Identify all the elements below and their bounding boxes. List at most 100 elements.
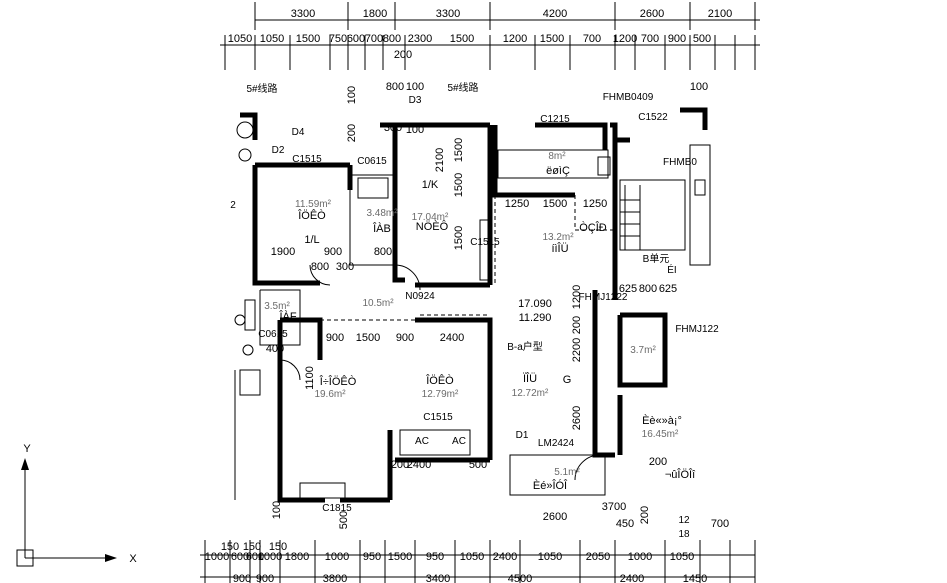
room-label: 17.090 xyxy=(518,298,552,310)
room-label: 8m² xyxy=(548,151,566,162)
inner-dimension-text: 2600 xyxy=(571,406,583,430)
room-label: 1/K xyxy=(422,179,439,191)
room-label: FHMB0 xyxy=(663,157,697,168)
inner-dimension-text: 300 xyxy=(384,122,402,134)
inner-dimension-text: 1200 xyxy=(571,285,583,309)
inner-dimension-text: 100 xyxy=(406,124,424,136)
inner-dimension-text: 100 xyxy=(406,81,424,93)
room-label: 3.48m² xyxy=(366,208,398,219)
bottom-dimension-text: 1000 xyxy=(325,551,349,563)
inner-dimension-text: 2400 xyxy=(440,332,464,344)
x-axis-label: X xyxy=(129,553,137,565)
room-label: FHMB0409 xyxy=(603,92,654,103)
bottom-dimension-text: 1000 xyxy=(205,551,229,563)
room-label: 12 xyxy=(678,515,690,526)
inner-dimension-text: 625 xyxy=(659,283,677,295)
inner-dimension-text: 1500 xyxy=(453,138,465,162)
bottom-dimension-text: 950 xyxy=(363,551,381,563)
top-dimension-text: 2600 xyxy=(640,8,664,20)
bottom-dimension-text: 950 xyxy=(426,551,444,563)
top-dimension-text: 3300 xyxy=(291,8,315,20)
top-dimension-text: 4200 xyxy=(543,8,567,20)
room-label: D3 xyxy=(409,95,422,106)
room-label: C1515 xyxy=(423,412,453,423)
inner-dimension-text: 200 xyxy=(639,506,651,524)
top-dimension-text: 700 xyxy=(583,33,601,45)
room-label: 16.45m² xyxy=(642,429,679,440)
top-dimension-text: 1800 xyxy=(363,8,387,20)
room-label: 5.1m² xyxy=(554,467,580,478)
room-label: 1/L xyxy=(304,234,319,246)
axis-icon xyxy=(16,458,117,567)
bottom-dimension-text: 150 xyxy=(221,541,239,553)
inner-dimension-text: 1100 xyxy=(304,366,316,390)
inner-dimension-text: 1900 xyxy=(271,246,295,258)
room-label: LM2424 xyxy=(538,438,575,449)
inner-dimension-text: 2600 xyxy=(543,511,567,523)
top-dimension-text: 1050 xyxy=(228,33,252,45)
room-label: Î÷ÎÖÊÒ xyxy=(319,375,357,388)
top-dimension-text: 1200 xyxy=(613,33,637,45)
bottom-dimension-text: 1000 xyxy=(258,551,282,563)
bottom-dimension-text: 1500 xyxy=(388,551,412,563)
bottom-dimension-text: 4500 xyxy=(508,573,532,583)
inner-dimension-text: 100 xyxy=(271,501,283,519)
room-label: Èè«»à¡° xyxy=(642,414,682,427)
room-label: 10.5m² xyxy=(362,298,394,309)
top-dimension-text: 1200 xyxy=(503,33,527,45)
room-label: N0924 xyxy=(405,291,435,302)
bottom-dimension-text: 150 xyxy=(269,541,287,553)
room-label: Èé»ÎÓÎ xyxy=(533,479,568,492)
room-label: C1215 xyxy=(540,114,570,125)
room-label: FHMJ1222 xyxy=(579,292,628,303)
inner-dimension-text: 200 xyxy=(649,456,667,468)
inner-dimension-text: 1250 xyxy=(505,198,529,210)
room-label: B-a户型 xyxy=(507,340,543,353)
inner-dimension-text: 1500 xyxy=(543,198,567,210)
room-details xyxy=(234,121,711,499)
room-label: 12.72m² xyxy=(512,388,549,399)
room-label: D2 xyxy=(272,145,285,156)
inner-dimension-text: 800 xyxy=(311,261,329,273)
top-dimension-text: 600 xyxy=(347,33,365,45)
room-label: ÎÖÊÒ xyxy=(297,209,326,222)
top-dimension-text: 1500 xyxy=(450,33,474,45)
bottom-dimension-text: 1450 xyxy=(683,573,707,583)
room-label: C1522 xyxy=(638,112,668,123)
bottom-dimension-text: 2400 xyxy=(493,551,517,563)
top-dimension-text: 700 xyxy=(365,33,383,45)
top-dimension-text: 750 xyxy=(329,33,347,45)
room-label: C1515 xyxy=(470,237,500,248)
inner-dimension-text: 900 xyxy=(326,332,344,344)
room-label: FHMJ122 xyxy=(675,324,719,335)
inner-dimension-text: 200 xyxy=(571,316,583,334)
bottom-dimension-text: 2400 xyxy=(620,573,644,583)
top-dimension-lines xyxy=(220,2,760,70)
room-label: 19.6m² xyxy=(314,389,346,400)
top-dimension-text: 800 xyxy=(383,33,401,45)
bottom-dimension-text: 1000 xyxy=(628,551,652,563)
room-label: ÎÖÊÒ xyxy=(425,374,454,387)
y-axis-label: Y xyxy=(23,443,31,455)
room-label: G xyxy=(563,374,572,386)
inner-dimension-text: 1250 xyxy=(583,198,607,210)
room-label: 3.5m² xyxy=(264,301,290,312)
room-label: C1515 xyxy=(292,154,322,165)
room-label: 18 xyxy=(678,529,690,540)
bottom-dimension-text: 900 xyxy=(233,573,251,583)
room-label: AC xyxy=(415,436,429,447)
room-label: 3.7m² xyxy=(630,345,656,356)
bottom-dimension-text: 3400 xyxy=(426,573,450,583)
inner-dimension-text: 800 xyxy=(374,246,392,258)
room-label: B单元 xyxy=(643,253,670,265)
inner-dimension-text: 800 xyxy=(639,283,657,295)
inner-dimension-text: 3700 xyxy=(602,501,626,513)
inner-dimension-text: 400 xyxy=(266,343,284,355)
room-label: 5#线路 xyxy=(447,81,478,94)
room-label: 13.2m² xyxy=(542,232,574,243)
bottom-dimension-text: 150 xyxy=(243,541,261,553)
inner-dimension-text: 100 xyxy=(690,81,708,93)
inner-dimension-text: 625 xyxy=(619,283,637,295)
top-dimension-text: 1050 xyxy=(260,33,284,45)
